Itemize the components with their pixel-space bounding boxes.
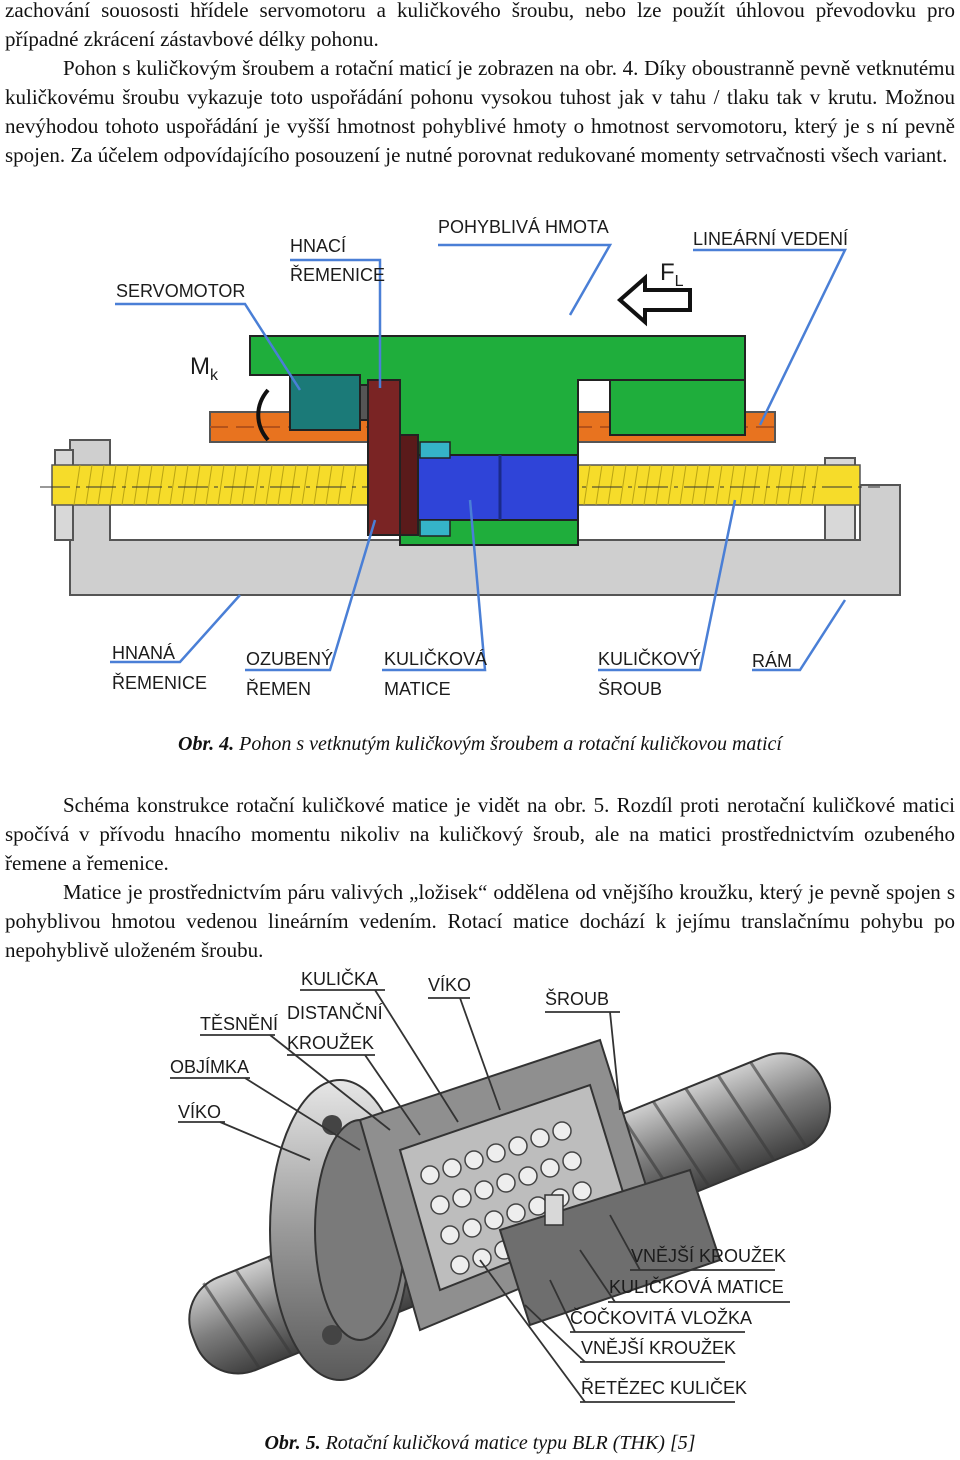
label-outer-ring-2: VNĚJŠÍ KROUŽEK <box>581 1338 737 1358</box>
label-lens-insert: ČOČKOVITÁ VLOŽKA <box>570 1308 753 1328</box>
paragraph-nut-scheme: Schéma konstrukce rotační kuličkové mati… <box>5 793 955 875</box>
label-screw: ŠROUB <box>545 989 610 1009</box>
nut-bearing-top <box>419 441 451 459</box>
fig5-leader-lines <box>170 989 790 1403</box>
label-ball-nut: KULIČKOVÁ MATICE <box>609 1277 784 1297</box>
leader-lines <box>110 243 847 672</box>
label-torque: Mk <box>190 353 218 384</box>
label-servomotor: SERVOMOTOR <box>116 281 246 301</box>
ball-nut <box>417 454 579 521</box>
label-cover-left: VÍKO <box>178 1102 222 1122</box>
driven-pulley <box>399 434 419 536</box>
label-sleeve: OBJÍMKA <box>170 1057 250 1077</box>
label-spacer-2: KROUŽEK <box>287 1033 375 1053</box>
label-ball: KULIČKA <box>301 969 379 989</box>
force-arrow <box>616 273 692 327</box>
label-driven-pulley-1: HNANÁ <box>112 643 176 663</box>
nut-bearing-bottom <box>419 519 451 537</box>
label-seal: TĚSNĚNÍ <box>200 1014 279 1034</box>
label-driven-pulley-2: ŘEMENICE <box>112 673 208 693</box>
label-force: FL <box>660 259 684 290</box>
label-ball-screw-1: KULIČKOVÝ <box>598 649 702 669</box>
paragraph-continuation: zachování souososti hřídele servomotoru … <box>5 0 955 51</box>
figure-4-caption: Obr. 4. Pohon s vetknutým kuličkovým šro… <box>178 733 782 755</box>
label-frame: RÁM <box>752 651 792 671</box>
figure-4-drawing <box>40 243 901 672</box>
figure-5-drawing <box>170 989 832 1403</box>
label-linear-guide: LINEÁRNÍ VEDENÍ <box>693 229 849 249</box>
label-ball-nut-2: MATICE <box>384 679 451 699</box>
paragraph-fig4-intro: Pohon s kuličkovým šroubem a rotační mat… <box>5 56 955 167</box>
label-drive-pulley-2: ŘEMENICE <box>290 265 386 285</box>
label-moving-mass: POHYBLIVÁ HMOTA <box>438 217 609 237</box>
label-drive-pulley-1: HNACÍ <box>290 236 347 256</box>
servomotor-body <box>289 374 361 431</box>
label-spacer-1: DISTANČNÍ <box>287 1003 383 1023</box>
label-cover-top: VÍKO <box>428 975 472 995</box>
outer-ring <box>498 1168 722 1327</box>
paragraph-nut-bearings: Matice je prostřednictvím páru valivých … <box>5 880 955 962</box>
screw-thread <box>73 464 819 506</box>
label-ball-screw-2: ŠROUB <box>598 679 663 699</box>
label-belt-2: ŘEMEN <box>246 679 312 699</box>
label-ball-nut-1: KULIČKOVÁ <box>384 649 488 669</box>
label-belt-1: OZUBENÝ <box>246 649 334 669</box>
toothed-belt <box>367 379 401 536</box>
label-ball-chain: ŘETĚZEC KULIČEK <box>581 1378 748 1398</box>
label-outer-ring-1: VNĚJŠÍ KROUŽEK <box>631 1246 787 1266</box>
torque-arrow <box>256 388 270 442</box>
figure-5-caption: Obr. 5. Rotační kuličková matice typu BL… <box>264 1432 696 1454</box>
